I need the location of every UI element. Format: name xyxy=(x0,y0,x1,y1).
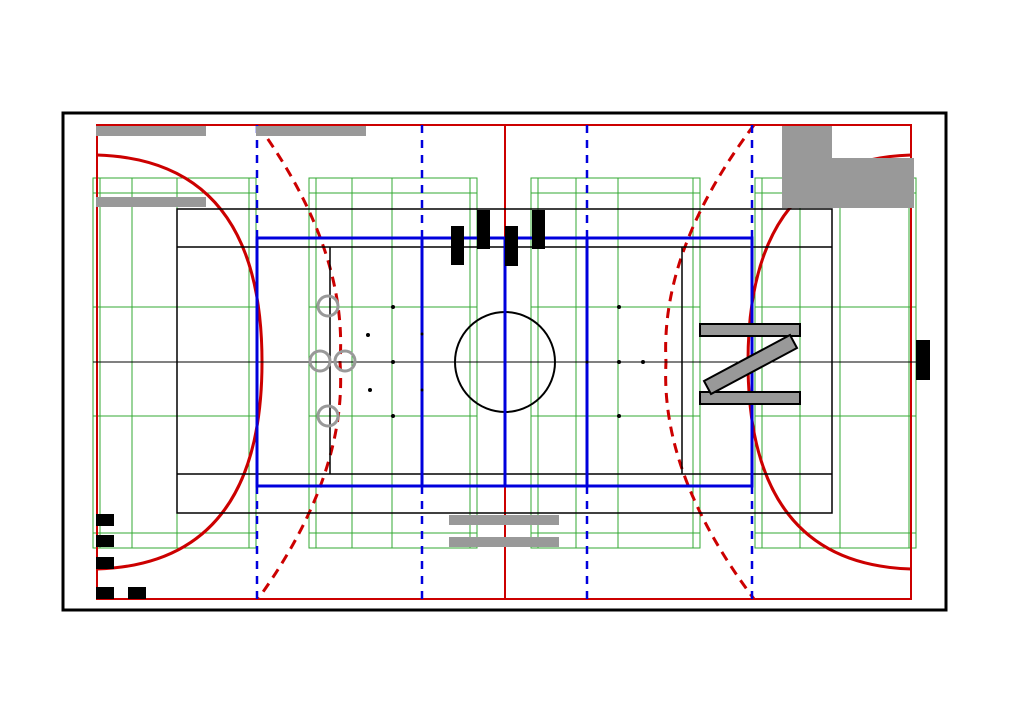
storage-block-1 xyxy=(782,126,832,208)
fixture-bottom-left-5 xyxy=(128,587,146,599)
volleyball-court xyxy=(255,125,754,599)
post-1 xyxy=(451,226,464,265)
hall-outline xyxy=(61,111,948,612)
storage-block-2 xyxy=(832,158,914,208)
basketball-court xyxy=(93,208,916,514)
post-3 xyxy=(505,226,518,266)
bench-bottom-1 xyxy=(449,515,559,525)
badminton-court-4 xyxy=(754,177,917,549)
ring-2 xyxy=(308,349,332,373)
ring-icon xyxy=(308,294,357,428)
fixture-bottom-left-1 xyxy=(96,514,114,526)
badminton-court-1 xyxy=(92,177,257,549)
badminton-court-3 xyxy=(530,177,701,549)
ring-3 xyxy=(333,349,357,373)
post-2 xyxy=(477,210,490,249)
fixture-bottom-left-3 xyxy=(96,557,114,569)
post-4 xyxy=(532,210,545,249)
bench-left-2 xyxy=(96,197,206,207)
bench-icon xyxy=(96,126,914,547)
floor-marker-dots xyxy=(366,305,645,418)
wall-fixture-right xyxy=(916,340,930,380)
bench-bottom-2 xyxy=(449,537,559,547)
ring-1 xyxy=(316,294,340,318)
fixture-bottom-left-4 xyxy=(96,587,114,599)
goal-icon xyxy=(96,514,146,599)
ring-4 xyxy=(316,404,340,428)
post-icon xyxy=(451,210,930,380)
bench-top-left-2 xyxy=(256,126,366,136)
bench-top-left-1 xyxy=(96,126,206,136)
ladder-icon xyxy=(699,323,801,405)
fixture-bottom-left-2 xyxy=(96,535,114,547)
basketball-boundary xyxy=(176,208,833,514)
